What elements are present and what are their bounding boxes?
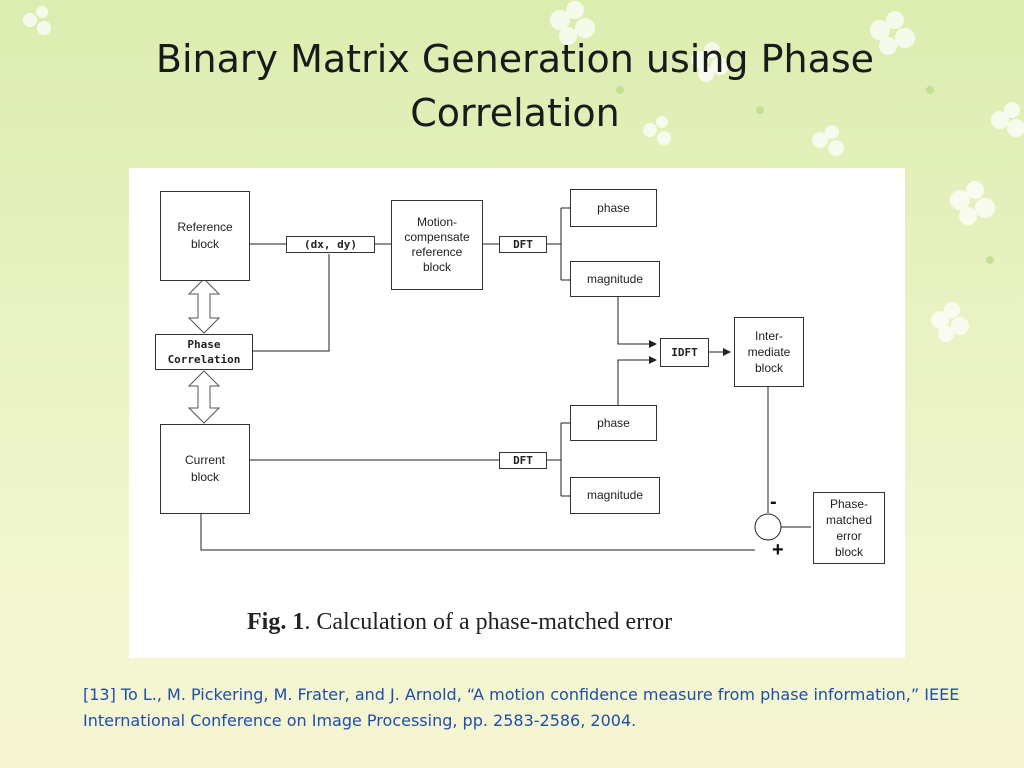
plus-sign: + <box>772 539 784 561</box>
bidirectional-arrow-lower <box>187 370 221 424</box>
diagram-panel: Reference block Phase Correlation Curren… <box>129 168 905 658</box>
intermediate-block: Inter- mediate block <box>734 317 804 387</box>
figure-label: Fig. 1 <box>247 609 305 635</box>
phase-correlation-block: Phase Correlation <box>155 334 253 370</box>
magnitude-top-block: magnitude <box>570 261 660 297</box>
phase-matched-error-block: Phase- matched error block <box>813 492 885 564</box>
figure-caption-text: . Calculation of a phase-matched error <box>304 609 673 635</box>
phase-top-block: phase <box>570 189 657 227</box>
reference-block: Reference block <box>160 191 250 281</box>
idft-block: IDFT <box>660 338 709 367</box>
minus-sign: - <box>770 491 777 513</box>
figure-caption: Fig. 1. Calculation of a phase-matched e… <box>247 609 807 636</box>
citation-reference: [13] To L., M. Pickering, M. Frater, and… <box>83 685 960 730</box>
dxdy-block: (dx, dy) <box>286 236 375 253</box>
bidirectional-arrow-upper <box>187 278 221 334</box>
motion-compensated-block: Motion- compensate reference block <box>391 200 483 290</box>
current-block: Current block <box>160 424 250 514</box>
dft-bottom-block: DFT <box>499 452 547 469</box>
diagram-connectors <box>187 207 811 551</box>
summing-junction <box>754 513 782 541</box>
slide-title: Binary Matrix Generation using Phase Cor… <box>155 37 875 135</box>
magnitude-bottom-block: magnitude <box>570 477 660 514</box>
dft-top-block: DFT <box>499 236 547 253</box>
phase-bottom-block: phase <box>570 405 657 441</box>
